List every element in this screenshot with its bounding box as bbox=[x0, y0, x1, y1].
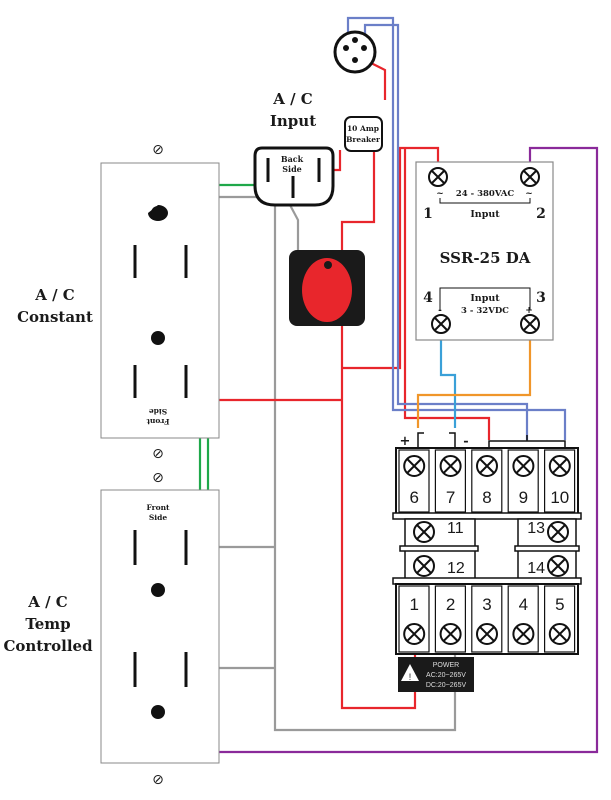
dc-range: 3 - 32VDC bbox=[461, 306, 509, 316]
hot-wire bbox=[340, 150, 376, 250]
power-warning-label: ! POWER AC:20~265V DC:20~265V bbox=[398, 657, 474, 692]
terminal-label: 5 bbox=[555, 595, 564, 614]
terminal-cell bbox=[471, 449, 503, 513]
terminal-label: 4 bbox=[519, 595, 528, 614]
terminal-label: 1 bbox=[409, 595, 418, 614]
dc-input-label: Input bbox=[470, 293, 500, 304]
screw-terminal-icon bbox=[512, 623, 535, 645]
signal-pos-wire bbox=[416, 330, 532, 428]
screw-icon: ⊘ bbox=[152, 771, 164, 787]
screw-terminal-icon bbox=[439, 455, 462, 477]
back-side-label: Side bbox=[282, 164, 302, 174]
screw-icon: ⊘ bbox=[152, 141, 164, 157]
sensor-wire bbox=[363, 23, 529, 440]
front-side-label: Front bbox=[146, 503, 170, 512]
screw-terminal-icon bbox=[431, 314, 451, 334]
screw-terminal-icon bbox=[428, 167, 448, 187]
power-dc: DC:20~265V bbox=[426, 682, 467, 689]
ac-temp-label: Temp bbox=[25, 615, 70, 633]
screw-terminal-icon bbox=[403, 455, 426, 477]
power-ac: AC:20~265V bbox=[426, 672, 466, 679]
terminal-label: 3 bbox=[482, 595, 491, 614]
terminal-label: 12 bbox=[447, 560, 465, 577]
power-switch[interactable] bbox=[289, 250, 365, 326]
terminal-label: 7 bbox=[446, 488, 455, 507]
terminal-cell bbox=[507, 585, 539, 653]
terminal-cell bbox=[507, 449, 539, 513]
screw-terminal-icon bbox=[520, 167, 540, 187]
terminal-label: 4 bbox=[423, 290, 433, 306]
terminal-label: 8 bbox=[482, 488, 491, 507]
terminal-cell bbox=[543, 449, 576, 513]
warning-icon: ! bbox=[409, 672, 412, 682]
terminal-cell bbox=[543, 585, 576, 653]
outlet-constant: ⊘ Front Side ⊘ bbox=[100, 141, 220, 461]
ac-symbol: ~ bbox=[525, 189, 533, 199]
screw-terminal-icon bbox=[520, 314, 540, 334]
back-side-label: Back bbox=[281, 154, 304, 164]
breaker-label: Breaker bbox=[346, 135, 381, 144]
screw-terminal-icon bbox=[403, 623, 426, 645]
screw-icon: ⊘ bbox=[152, 445, 164, 461]
ac-constant-label: A / C bbox=[34, 286, 75, 304]
minus-symbol: - bbox=[438, 306, 442, 316]
terminal-label: 10 bbox=[550, 488, 569, 507]
outlet-temp-controlled: ⊘ Front Side ⊘ bbox=[100, 469, 220, 787]
ac-range: 24 - 380VAC bbox=[456, 189, 515, 199]
terminal-cell bbox=[398, 585, 430, 653]
screw-terminal-icon bbox=[439, 623, 462, 645]
screw-terminal-icon bbox=[413, 555, 435, 577]
plus-symbol: + bbox=[400, 434, 411, 449]
terminal-label: 6 bbox=[409, 488, 418, 507]
neutral-wire bbox=[289, 204, 300, 250]
terminal-label: 2 bbox=[536, 206, 546, 222]
breaker-label: 10 Amp bbox=[347, 124, 379, 133]
terminal-cell bbox=[434, 585, 466, 653]
ac-temp-label: Controlled bbox=[3, 637, 93, 655]
hot-wire bbox=[342, 146, 440, 370]
ac-symbol: ~ bbox=[436, 189, 444, 199]
screw-terminal-icon bbox=[476, 623, 498, 645]
screw-terminal-icon bbox=[476, 455, 498, 477]
breaker[interactable]: 10 Amp Breaker bbox=[344, 116, 383, 152]
ac-input-label: Input bbox=[270, 112, 316, 130]
minus-symbol: - bbox=[463, 434, 468, 449]
ssr-relay: ~ ~ 24 - 380VAC 1 2 Input SSR-25 DA 4 3 … bbox=[415, 161, 554, 341]
terminal-label: 3 bbox=[536, 290, 546, 306]
terminal-label: 9 bbox=[519, 488, 528, 507]
terminal-cell bbox=[471, 585, 503, 653]
front-side-label: Side bbox=[149, 513, 168, 522]
terminal-label: 14 bbox=[527, 560, 545, 577]
screw-terminal-icon bbox=[547, 555, 569, 577]
power-title: POWER bbox=[433, 662, 459, 669]
ssr-model: SSR-25 DA bbox=[440, 249, 531, 267]
screw-terminal-icon bbox=[548, 455, 571, 477]
ac-inlet: Back Side bbox=[253, 146, 335, 207]
ac-input-label: A / C bbox=[272, 90, 313, 108]
ac-input-label: Input bbox=[470, 209, 500, 220]
ac-constant-label: Constant bbox=[17, 308, 93, 326]
sensor-plug bbox=[333, 30, 377, 74]
hot-wire bbox=[403, 148, 491, 440]
terminal-cell bbox=[434, 449, 466, 513]
terminal-cell bbox=[398, 449, 430, 513]
temperature-controller: + - 6 1 7 2 8 3 9 4 10 5 11 12 13 14 bbox=[392, 432, 582, 655]
terminal-label: 11 bbox=[447, 520, 464, 537]
plus-symbol: + bbox=[525, 306, 533, 316]
terminal-label: 13 bbox=[527, 520, 545, 537]
screw-icon: ⊘ bbox=[152, 469, 164, 485]
sensor-wire bbox=[346, 16, 567, 440]
front-side-label: Front bbox=[146, 417, 170, 426]
screw-terminal-icon bbox=[512, 455, 535, 477]
terminal-label: 1 bbox=[423, 206, 433, 222]
signal-neg-wire bbox=[439, 330, 457, 428]
terminal-label: 2 bbox=[446, 595, 455, 614]
screw-terminal-icon bbox=[548, 623, 571, 645]
front-side-label: Side bbox=[149, 407, 168, 416]
ac-temp-label: A / C bbox=[27, 593, 68, 611]
screw-terminal-icon bbox=[413, 521, 435, 543]
screw-terminal-icon bbox=[547, 521, 569, 543]
